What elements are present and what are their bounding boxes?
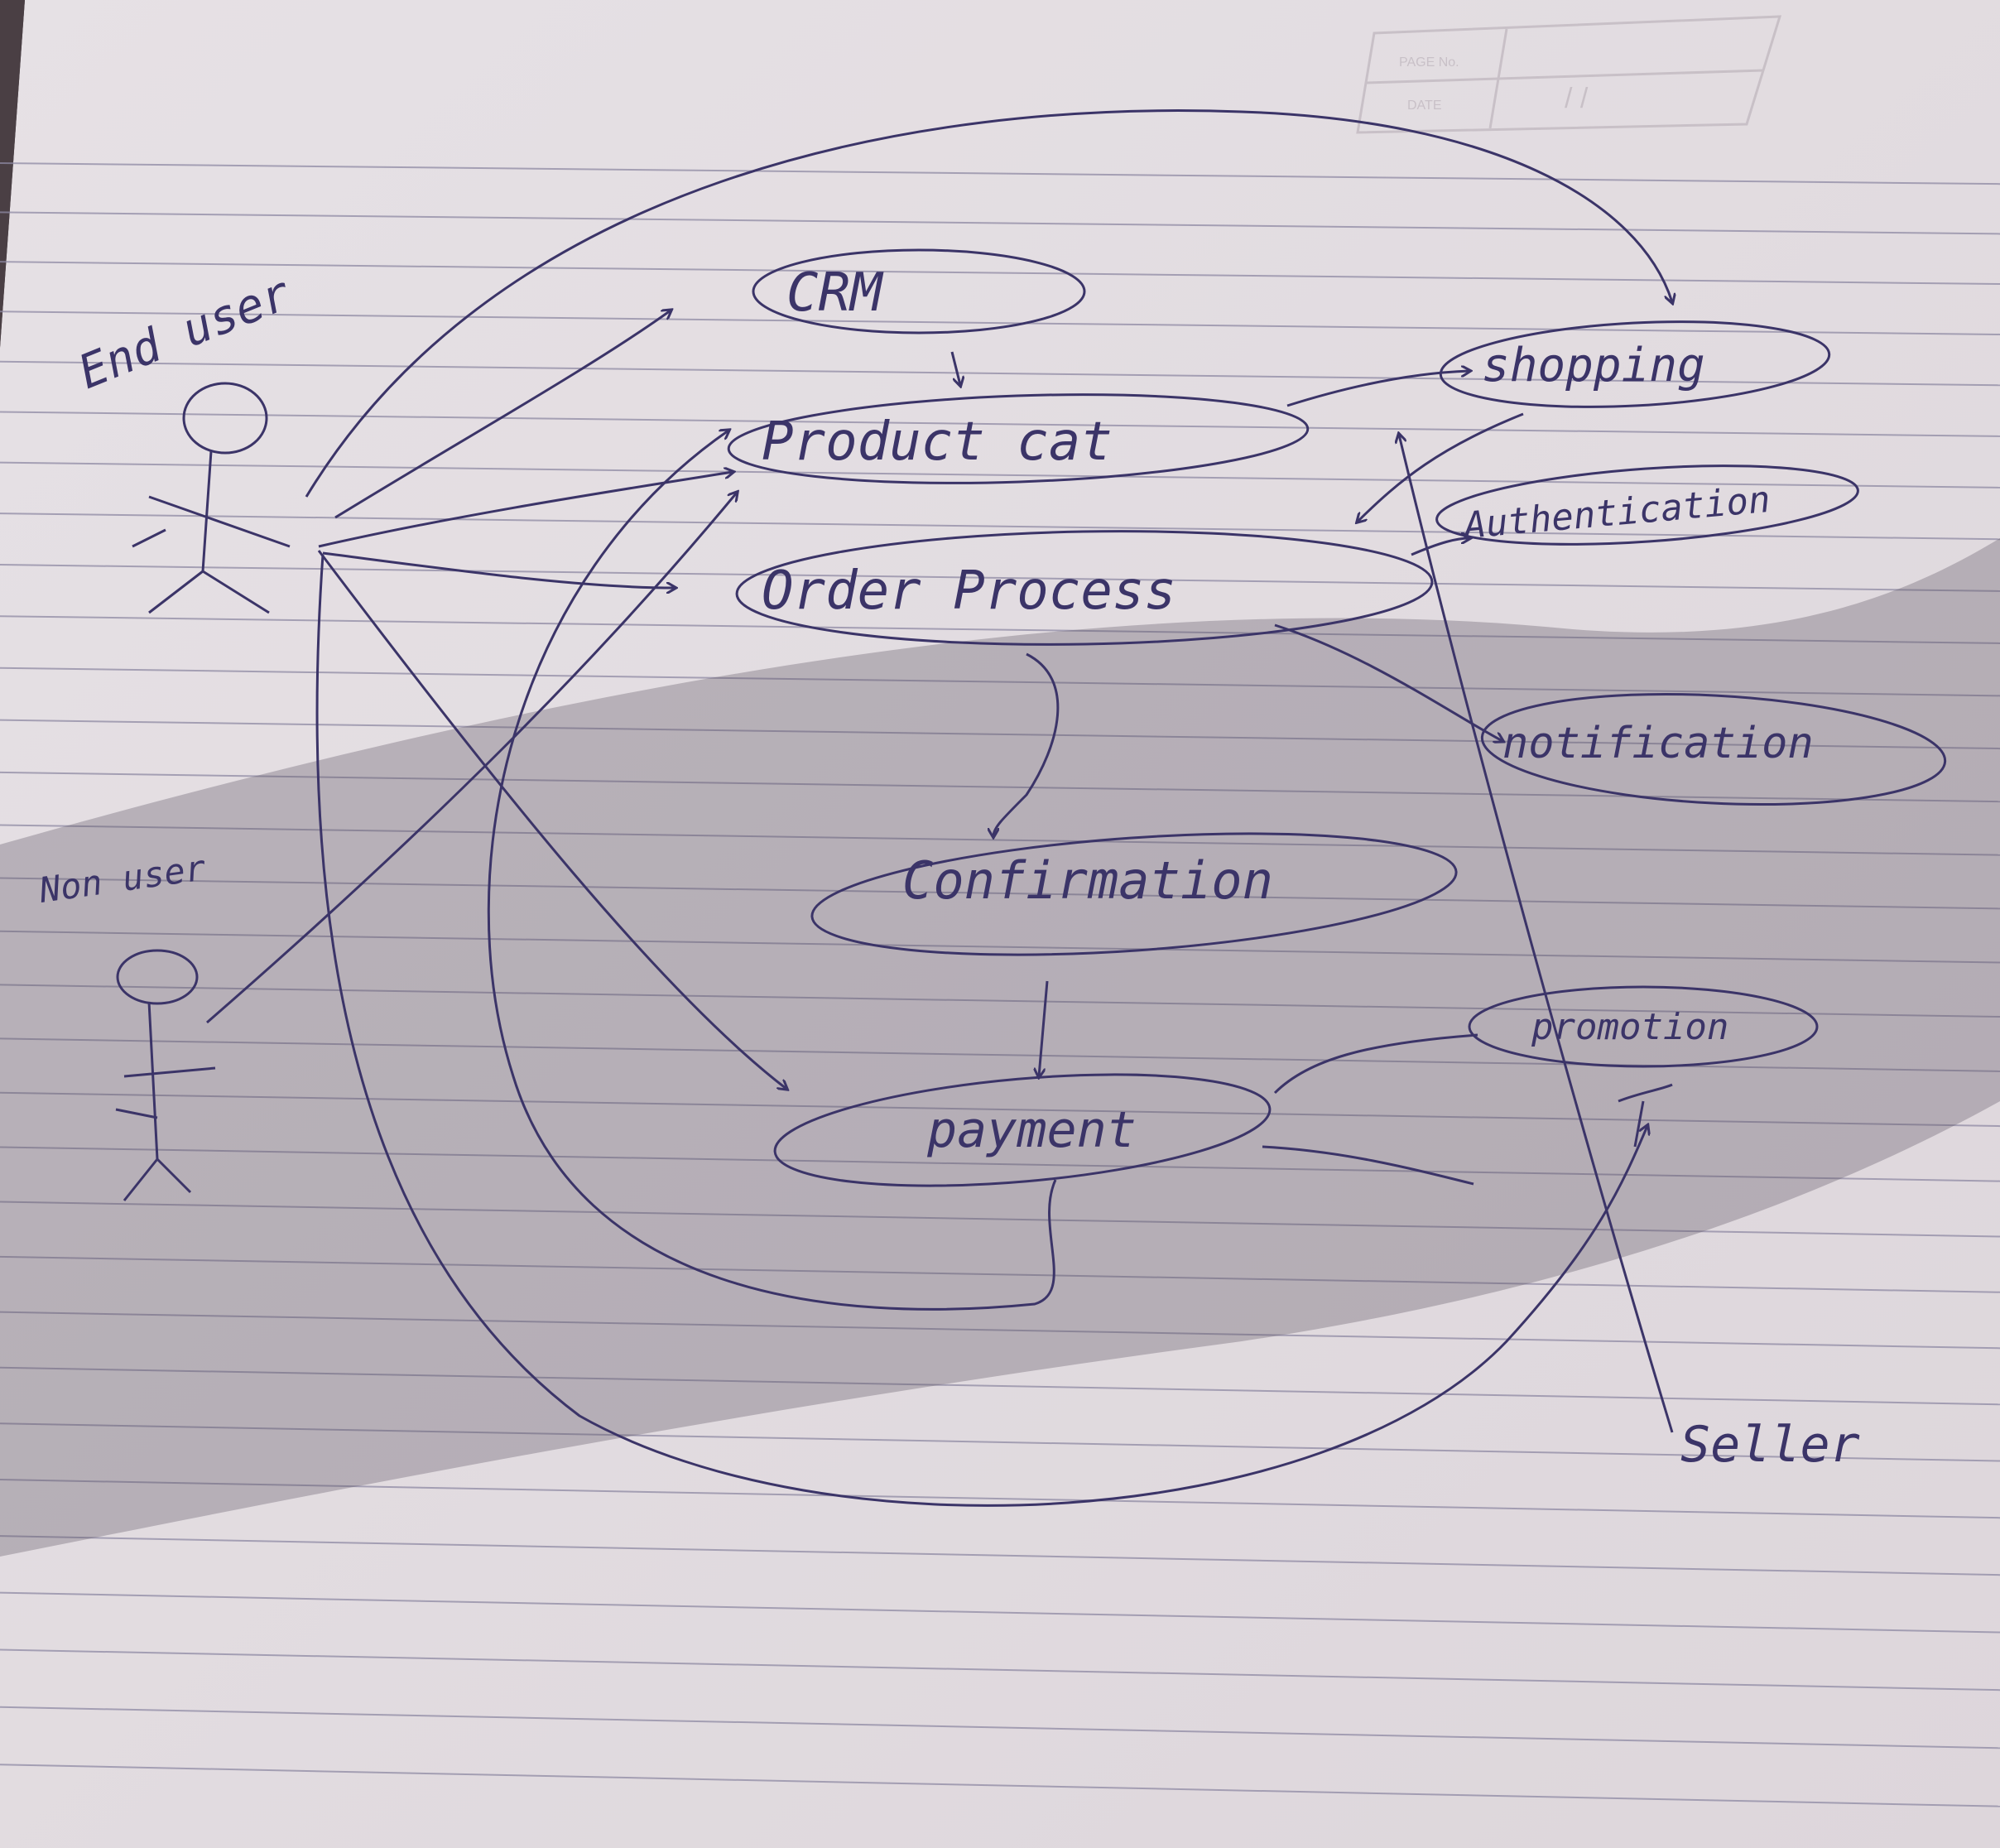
- non-user-body: [115, 1001, 216, 1201]
- connector-promotion-payment: [1273, 1033, 1478, 1095]
- ruled-line: [0, 877, 2000, 910]
- connector-enduser-crm: [334, 310, 671, 519]
- ruled-line: [0, 1146, 2000, 1182]
- ruled-line: [0, 1311, 2000, 1350]
- ruled-line: [0, 261, 2000, 286]
- connector-seller-product-cat: [1399, 435, 1674, 1433]
- connector-enduser-promotion-loop: [315, 554, 1647, 1507]
- usecase-payment-ellipse: [773, 1073, 1272, 1187]
- usecase-payment-label: payment: [926, 1101, 1137, 1159]
- connector-enduser-product-cat: [318, 472, 733, 548]
- ruled-line: [0, 360, 2000, 387]
- page-no-label: PAGE No.: [1399, 55, 1459, 70]
- usecase-shopping-ellipse: [1439, 320, 1831, 408]
- date-label: DATE: [1407, 99, 1441, 113]
- ruled-line: [0, 1366, 2000, 1406]
- ruled-line: [0, 1091, 2000, 1128]
- usecase-order-process-label: Order Process: [762, 561, 1176, 622]
- connector-nonuser-product-cat: [206, 493, 737, 1024]
- ruled-line: [0, 984, 2000, 1018]
- connector-payment-tail: [1262, 1145, 1474, 1186]
- ruled-line: [0, 1648, 2000, 1692]
- ruled-line: [0, 211, 2000, 235]
- end-user-head: [182, 382, 268, 455]
- usecase-authentication-ellipse: [1435, 464, 1859, 546]
- ruled-line: [0, 667, 2000, 697]
- ruled-line: [0, 310, 2000, 335]
- usecase-promotion-label: promotion: [1531, 1006, 1728, 1048]
- connector-payment-loop-product-cat: [487, 431, 1057, 1311]
- page-date-box: PAGE No. DATE / /: [1356, 15, 1782, 134]
- usecase-confirmation-label: Confirmation: [902, 850, 1273, 911]
- connector-order-authentication: [1411, 538, 1469, 556]
- promotion-arrow-mark: [1618, 1083, 1673, 1148]
- ruled-line: [0, 615, 2000, 644]
- connector-confirmation-payment: [1039, 980, 1049, 1076]
- ruled-line: [0, 719, 2000, 750]
- ruled-line: [0, 1591, 2000, 1634]
- usecase-notification-ellipse: [1480, 692, 1947, 806]
- actor-end-user: [132, 382, 291, 614]
- usecase-shopping-label: shopping: [1482, 339, 1705, 392]
- usecase-crm-label: CRM: [786, 262, 884, 324]
- connector-crm-product-cat: [950, 351, 960, 385]
- usecase-crm-ellipse: [752, 248, 1086, 334]
- ruled-line: [0, 461, 2000, 488]
- seller-label: Seller: [1680, 1416, 1860, 1474]
- connector-order-notification: [1274, 623, 1502, 741]
- usecase-product-cat-label: Product cat: [762, 411, 1113, 473]
- ruled-line: [0, 1706, 2000, 1749]
- usecase-promotion-ellipse: [1468, 985, 1819, 1068]
- connector-product-cat-shopping: [1286, 371, 1469, 407]
- ruled-line: [0, 1535, 2000, 1576]
- connector-enduser-payment: [317, 550, 786, 1089]
- ruled-line: [0, 513, 2000, 541]
- connector-shopping-authentication: [1358, 412, 1524, 522]
- usecase-notification-label: notification: [1502, 719, 1814, 768]
- connector-enduser-shopping-arc: [305, 109, 1672, 498]
- non-user-head: [116, 949, 199, 1005]
- ruled-line: [0, 1479, 2000, 1519]
- ruled-line: [0, 1422, 2000, 1462]
- ruled-line: [0, 1201, 2000, 1238]
- connector-enduser-order-process: [322, 551, 675, 588]
- ruled-line: [0, 930, 2000, 964]
- date-value: / /: [1565, 83, 1589, 114]
- ruled-line: [0, 1764, 2000, 1807]
- ruled-line: [0, 162, 2000, 185]
- usecase-product-cat-ellipse: [727, 393, 1310, 484]
- ruled-line: [0, 771, 2000, 803]
- connector-order-confirmation: [993, 652, 1060, 836]
- actor-non-user: [115, 949, 216, 1201]
- usecase-confirmation-ellipse: [810, 832, 1458, 956]
- ruled-line: [0, 1255, 2000, 1293]
- end-user-body: [132, 450, 291, 614]
- usecase-order-process-ellipse: [735, 530, 1434, 646]
- ruled-line: [0, 824, 2000, 856]
- ruled-line: [0, 411, 2000, 437]
- paper-edge-shadow: [0, 0, 25, 348]
